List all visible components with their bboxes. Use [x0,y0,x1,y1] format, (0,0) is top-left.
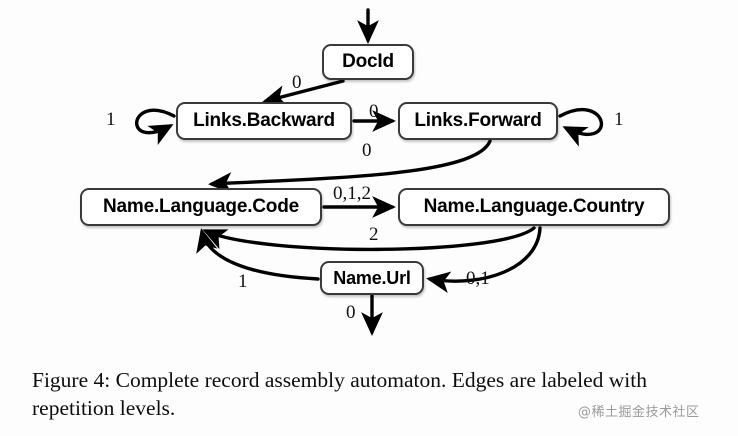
state-node-links-forward[interactable]: Links.Forward [398,102,558,140]
edge-forward-code [208,139,492,194]
edge-label-code-country: 0,1,2 [333,183,371,204]
edge-url-code [196,228,320,281]
edge-label-backward-forward: 0 [369,101,379,122]
edge-label-forward-code: 0 [362,140,372,161]
watermark-text: @稀土掘金技术社区 [578,405,700,420]
state-node-docid[interactable]: DocId [322,44,414,80]
state-node-name-language-country[interactable]: Name.Language.Country [398,188,670,226]
edge-label-country-code: 2 [369,224,379,245]
edge-label-forward-self: 1 [614,109,624,130]
edge-label-url-code: 1 [238,271,248,292]
edge-forward-self [558,108,603,147]
edge-country-code [202,226,536,252]
edge-label-backward-self: 1 [106,109,116,130]
automaton-edges-canvas [134,8,603,336]
state-node-name-language-code[interactable]: Name.Language.Code [80,188,322,226]
edge-backward-self [134,108,176,146]
figure-caption: Figure 4: Complete record assembly autom… [32,368,647,421]
state-node-links-backward[interactable]: Links.Backward [176,102,352,140]
edge-docid-backward [262,79,345,107]
state-node-name-url[interactable]: Name.Url [320,261,424,295]
edge-label-url-end: 0 [346,302,356,323]
edge-country-url [426,226,542,294]
edge-label-country-url: 0,1 [466,268,490,289]
edge-label-docid-backward: 0 [292,72,302,93]
